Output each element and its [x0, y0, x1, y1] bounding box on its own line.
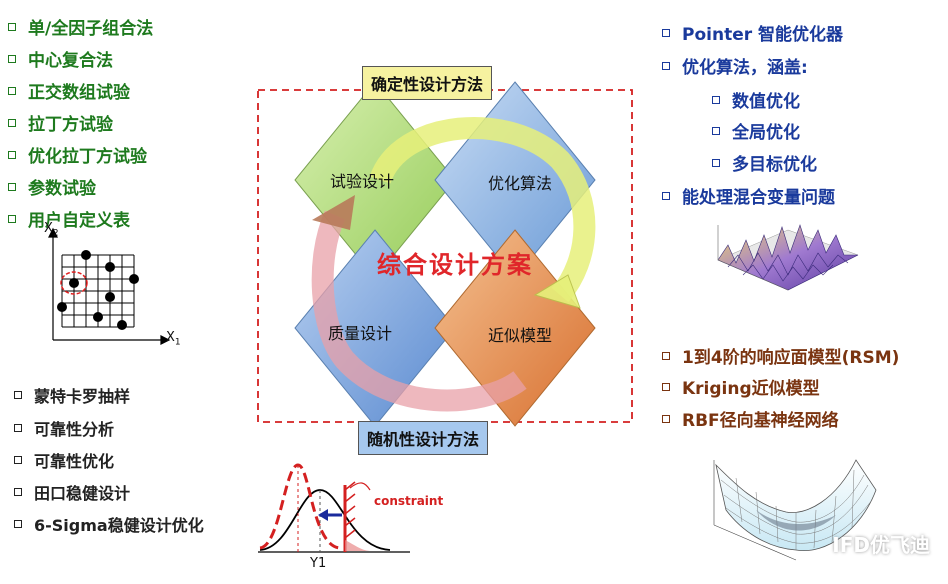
list-item: 可靠性分析 [14, 416, 114, 440]
doe-y-axis-label: X2 [44, 221, 59, 239]
diagram-title: 综合设计方案 [377, 251, 533, 279]
list-item: 蒙特卡罗抽样 [14, 383, 130, 407]
square-bullet-icon [14, 520, 22, 528]
square-bullet-icon [8, 54, 16, 63]
response-surface-mesh-plot [713, 459, 877, 561]
list-item: 拉丁方试验 [8, 110, 113, 135]
list-item: Kriging近似模型 [662, 374, 820, 399]
square-bullet-icon [662, 61, 670, 70]
square-bullet-icon [8, 150, 16, 159]
square-bullet-icon [14, 488, 22, 496]
square-bullet-icon [712, 95, 720, 104]
bottom-method-label: 随机性设计方法 [358, 421, 489, 455]
square-bullet-icon [14, 391, 22, 399]
quad-tl-label: 试验设计 [330, 172, 395, 191]
list-item: 可靠性优化 [14, 448, 114, 472]
list-item: 用户自定义表 [8, 206, 130, 231]
list-item: 中心复合法 [8, 46, 113, 71]
multimodal-surface-plot [717, 224, 859, 291]
list-item: 优化拉丁方试验 [8, 142, 147, 167]
doe-grid-plot [48, 227, 171, 345]
square-bullet-icon [662, 382, 670, 391]
list-item: 参数试验 [8, 174, 96, 199]
square-bullet-icon [712, 158, 720, 167]
quad-tr-label: 优化算法 [488, 174, 553, 193]
list-item: 优化算法，涵盖: [662, 53, 808, 78]
square-bullet-icon [8, 86, 16, 95]
list-item: 能处理混合变量问题 [662, 183, 835, 208]
square-bullet-icon [662, 191, 670, 200]
constraint-label: constraint [374, 494, 444, 508]
cycle-arrow-yellow [369, 116, 596, 303]
list-item: 田口稳健设计 [14, 480, 130, 504]
dist-x-axis-label: Y1 [310, 556, 327, 571]
cycle-arrow-pink [311, 210, 527, 412]
list-item: 多目标优化 [712, 150, 817, 175]
square-bullet-icon [8, 182, 16, 191]
list-item: 全局优化 [712, 118, 800, 143]
square-bullet-icon [662, 351, 670, 360]
quad-br-label: 近似模型 [488, 326, 553, 345]
square-bullet-icon [8, 22, 16, 31]
list-item: 6-Sigma稳健设计优化 [14, 512, 204, 536]
list-item: 1到4阶的响应面模型(RSM) [662, 343, 899, 368]
square-bullet-icon [712, 126, 720, 135]
list-item: Pointer 智能优化器 [662, 20, 843, 45]
center-diagram [257, 81, 633, 427]
square-bullet-icon [14, 424, 22, 432]
distribution-plot [258, 463, 410, 553]
list-item: 单/全因子组合法 [8, 14, 153, 39]
list-item: 正交数组试验 [8, 78, 130, 103]
doe-x-axis-label: X1 [166, 330, 181, 348]
watermark: IFD优飞迪 [832, 533, 930, 557]
list-item: RBF径向基神经网络 [662, 406, 839, 431]
square-bullet-icon [14, 456, 22, 464]
square-bullet-icon [662, 414, 670, 423]
square-bullet-icon [662, 28, 670, 37]
quad-bl-label: 质量设计 [328, 324, 393, 343]
top-method-label: 确定性设计方法 [362, 66, 493, 100]
square-bullet-icon [8, 118, 16, 127]
square-bullet-icon [8, 214, 16, 223]
list-item: 数值优化 [712, 87, 800, 112]
